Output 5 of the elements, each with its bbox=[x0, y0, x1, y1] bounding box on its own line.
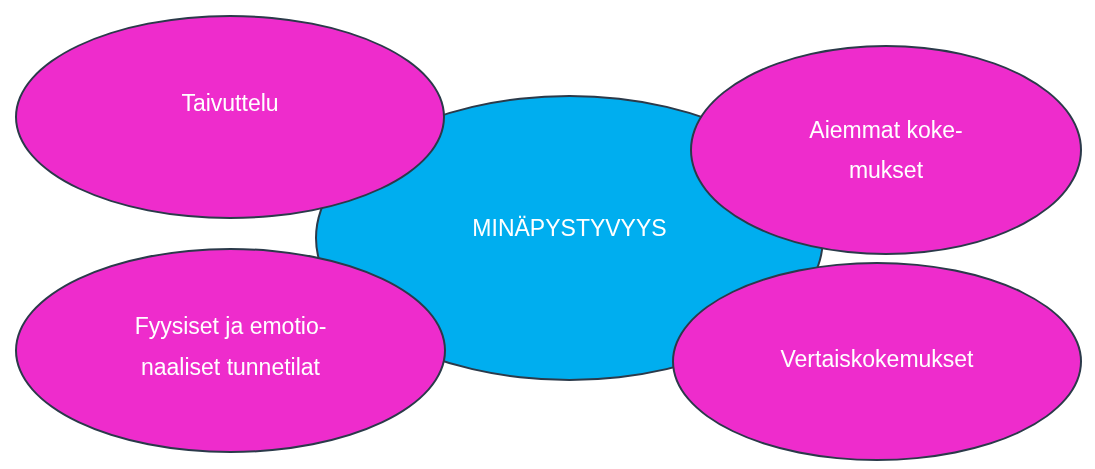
node-label: Vertaiskokemukset bbox=[780, 345, 974, 375]
node-label: MINÄPYSTYVYYS bbox=[472, 213, 667, 243]
node-label: Aiemmat koke- mukset bbox=[808, 115, 964, 185]
node-label: Fyysiset ja emotio- naaliset tunnetilat bbox=[133, 312, 328, 382]
node-label: Taivuttelu bbox=[181, 88, 279, 118]
